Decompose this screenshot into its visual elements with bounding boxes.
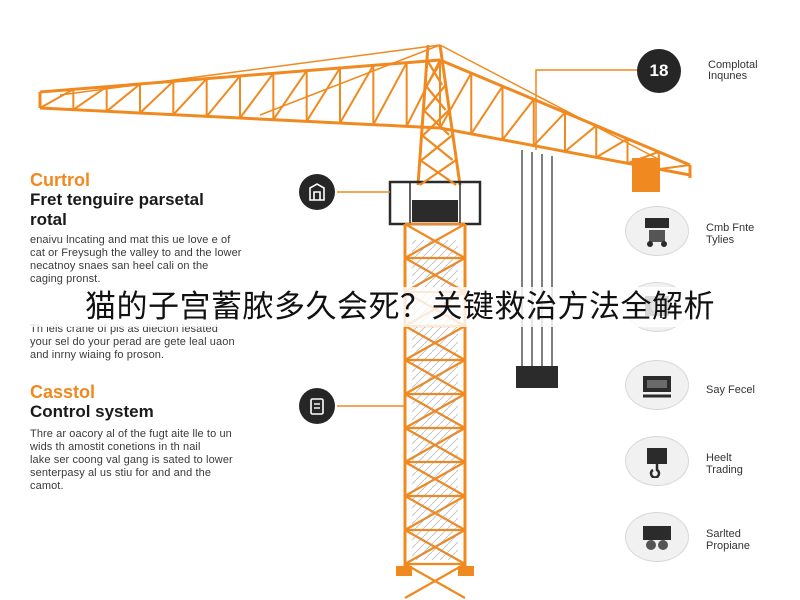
control-panel-icon: [299, 388, 335, 424]
section-control-body: enaivu lncating and mat this ue love e o…: [30, 234, 242, 285]
section-control-system-title: Control system: [30, 402, 154, 421]
mast-head: [416, 44, 462, 186]
section-crane-notes: Th iels crane of pis as dlecton lesated …: [30, 323, 350, 362]
count-badge: 18: [637, 49, 681, 93]
tower-building-icon: [299, 174, 335, 210]
section-control-accent: Curtrol: [30, 170, 90, 190]
crane-mast: [403, 224, 467, 570]
hook-block-icon: [625, 436, 689, 486]
component-label-5: Sarlted Propiane: [706, 528, 751, 552]
crane-base: [396, 566, 474, 576]
component-label-1: Cmb Fnte Tylies: [706, 222, 755, 246]
section-control-system: Casstol Control system Thre ar oacory al…: [30, 382, 350, 493]
section-control-system-accent: Casstol: [30, 382, 96, 402]
hoist-cables: [521, 150, 553, 370]
count-badge-label: Complotal Inqunes: [708, 59, 758, 82]
section-control-system-body: Thre ar oacory al of the fugt aite lle t…: [30, 428, 233, 492]
callout-lines: [337, 69, 637, 407]
section-control-title: Fret tenguire parsetal rotal: [30, 190, 204, 229]
component-label-4: Heelt Trading: [706, 452, 743, 476]
counterweight: [632, 158, 660, 192]
operator-cab: [388, 180, 482, 226]
hook-block: [516, 366, 558, 388]
crane-tie-rods: [59, 44, 661, 161]
section-control: Curtrol Fret tenguire parsetal rotal ena…: [30, 170, 350, 286]
winch-icon: [625, 360, 689, 410]
section-crane-notes-body: Th iels crane of pis as dlecton lesated …: [30, 323, 235, 361]
hoist-trolley-icon: [625, 206, 689, 256]
overlay-headline: 猫的子宫蓄脓多久会死？关键救治方法全解析: [0, 287, 800, 327]
pulley-icon: [625, 512, 689, 562]
component-label-3: Say Fecel: [706, 384, 755, 396]
